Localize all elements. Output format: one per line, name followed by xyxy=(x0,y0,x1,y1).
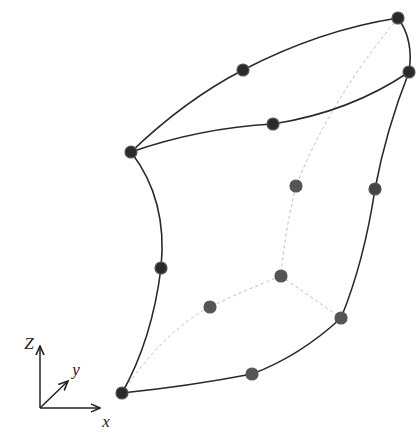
axis-arrow xyxy=(39,346,41,408)
axis-triad xyxy=(40,346,100,408)
node-dot xyxy=(125,146,137,158)
node-dot xyxy=(237,64,249,76)
node-dot xyxy=(403,66,415,78)
element-edge xyxy=(122,152,162,393)
element-edge xyxy=(122,318,341,393)
node-dot xyxy=(155,262,167,274)
axis-arrow xyxy=(40,381,68,408)
node-dot xyxy=(246,368,258,380)
axis-label: Z xyxy=(24,335,33,352)
node-dot xyxy=(392,12,404,24)
axis-arrow xyxy=(40,407,100,409)
node-dot xyxy=(275,270,287,282)
node-dot xyxy=(116,387,128,399)
element-edge xyxy=(398,18,410,72)
node-dot xyxy=(369,183,381,195)
axis-label: y xyxy=(72,361,80,378)
node-dot xyxy=(267,118,279,130)
element-edge xyxy=(341,72,409,318)
hidden-edges xyxy=(122,18,398,393)
node-dot xyxy=(204,301,216,313)
hidden-edge xyxy=(281,276,341,318)
visible-edges xyxy=(122,18,410,393)
hidden-edge xyxy=(281,18,398,276)
axis-label: x xyxy=(102,413,110,430)
node-dot xyxy=(290,180,302,192)
node-dot xyxy=(335,312,347,324)
hidden-edge xyxy=(122,276,281,393)
element-edge xyxy=(131,72,409,152)
element-edge xyxy=(131,18,398,152)
element-nodes xyxy=(116,12,415,399)
